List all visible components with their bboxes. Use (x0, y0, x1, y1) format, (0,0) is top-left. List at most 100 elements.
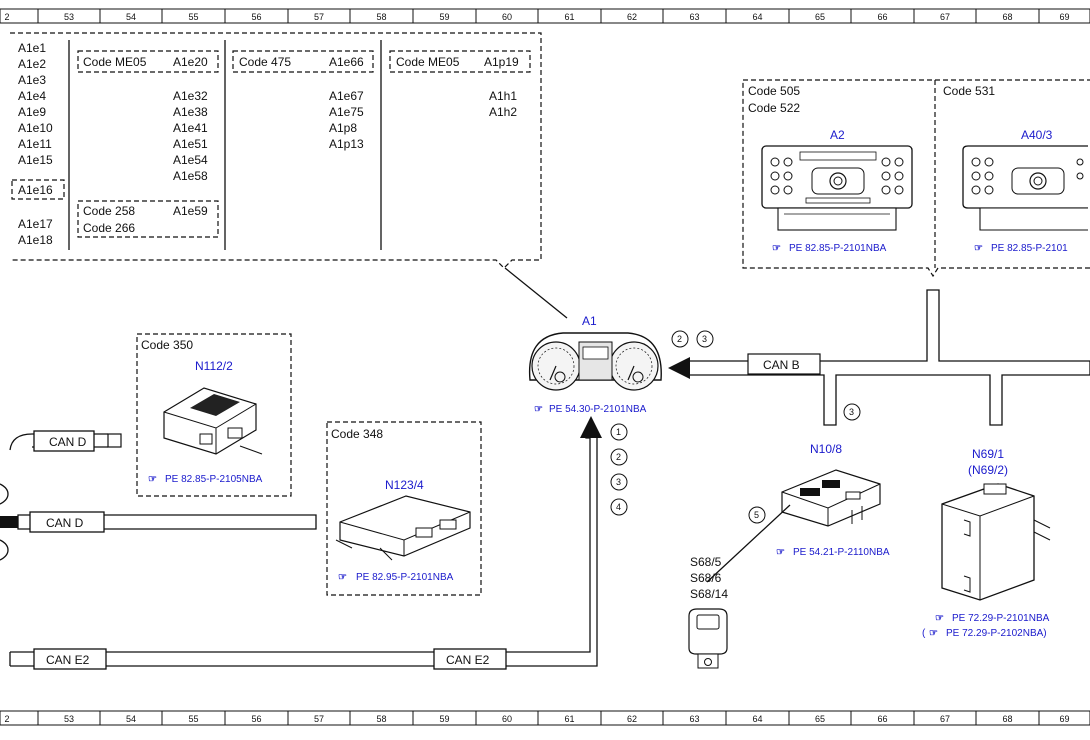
marker: 4 (616, 502, 621, 512)
n123-label: N123/4 (385, 478, 424, 492)
top-ruler-number: 63 (689, 12, 699, 22)
top-ruler-number: 57 (314, 12, 324, 22)
bottom-ruler-number: 62 (627, 714, 637, 724)
bottom-ruler-number: 53 (64, 714, 74, 724)
can-b-bus: CAN B 3 (668, 289, 1090, 426)
legend-item: A1e16 (18, 183, 53, 197)
n69-ref-paren: ( (922, 628, 926, 639)
s68-label: S68/14 (690, 587, 728, 601)
legend-item: A1h2 (489, 105, 517, 119)
legend-item: A1e75 (329, 105, 364, 119)
legend-item: A1e10 (18, 121, 53, 135)
legend-item: A1e9 (18, 105, 46, 119)
can-d-label: CAN D (49, 435, 87, 449)
top-ruler-number: 68 (1002, 12, 1012, 22)
n123-code: Code 348 (331, 427, 383, 441)
n69-module: N69/1 (N69/2) ☞ PE 72.29-P-2101NBA ( ☞ P… (922, 447, 1051, 639)
marker: 3 (849, 407, 854, 417)
bottom-ruler-number: 61 (564, 714, 574, 724)
legend-callout: A1e1 A1e2 A1e3 A1e4 A1e9 A1e10 A1e11 A1e… (10, 32, 542, 269)
top-ruler-number: 67 (940, 12, 950, 22)
legend-item: A1e51 (173, 137, 208, 151)
arrow-icon (668, 357, 690, 379)
sam-module-icon (781, 469, 881, 527)
top-ruler-number: 62 (627, 12, 637, 22)
can-d-bus-upper: CAN D (0, 430, 122, 505)
bottom-ruler-number: 64 (752, 714, 762, 724)
top-ruler-number: 69 (1059, 12, 1069, 22)
legend-code: Code ME05 (83, 55, 147, 69)
marker: 5 (754, 510, 759, 520)
legend-item: A1e54 (173, 153, 208, 167)
a2-a40-group: Code 505 Code 522 A2 Code 531 A40/3 (742, 79, 1090, 278)
reference-icon: ☞ (974, 243, 983, 254)
legend-code: Code 258 (83, 204, 135, 218)
bottom-ruler-number: 67 (940, 714, 950, 724)
legend-item: A1h1 (489, 89, 517, 103)
top-ruler-number: 53 (64, 12, 74, 22)
bottom-ruler-number: 2 (4, 714, 9, 724)
a1-label: A1 (582, 314, 597, 328)
can-d-label: CAN D (46, 516, 84, 530)
n112-ref: PE 82.85-P-2105NBA (165, 474, 263, 485)
bottom-ruler-number: 56 (251, 714, 261, 724)
a2-code: Code 522 (748, 101, 800, 115)
bottom-ruler-number: 55 (188, 714, 198, 724)
leader-line (706, 504, 791, 583)
legend-item: A1e66 (329, 55, 364, 69)
legend-item: A1e38 (173, 105, 208, 119)
bottom-ruler-number: 69 (1059, 714, 1069, 724)
n69-label: N69/1 (972, 447, 1004, 461)
n10-module: N10/8 ☞ PE 54.21-P-2110NBA 5 (706, 442, 890, 583)
can-e2-bus: CAN E2 CAN E2 (9, 416, 602, 670)
legend-col3: Code 475 A1e66 A1e67 A1e75 A1p8 A1p13 (232, 50, 374, 151)
a2-label: A2 (830, 128, 845, 142)
a1-ref: PE 54.30-P-2101NBA (549, 404, 647, 415)
can-b-label: CAN B (763, 358, 800, 372)
legend-item: A1e18 (18, 233, 53, 247)
bottom-ruler-number: 59 (439, 714, 449, 724)
seat-belt-buckle-icon (688, 608, 728, 669)
legend-item: A1e59 (173, 204, 208, 218)
bottom-ruler-number: 60 (502, 714, 512, 724)
a40-ref: PE 82.85-P-2101 (991, 243, 1068, 254)
a2-ref: PE 82.85-P-2101NBA (789, 243, 887, 254)
s68-label: S68/5 (690, 555, 722, 569)
bottom-ruler-number: 58 (376, 714, 386, 724)
marker: 3 (616, 477, 621, 487)
n112-code: Code 350 (141, 338, 193, 352)
a1-instrument-cluster: A1 ☞ PE 54.30-P-2101NBA 2 3 1 2 3 4 (528, 314, 714, 516)
can-d-bus-lower: CAN D (0, 511, 317, 561)
legend-item: A1e1 (18, 41, 46, 55)
marker: 2 (616, 452, 621, 462)
bottom-ruler-number: 57 (314, 714, 324, 724)
top-ruler-number: 60 (502, 12, 512, 22)
reference-icon: ☞ (776, 547, 785, 558)
n112-module: Code 350 N112/2 ☞ PE 82.85-P-2105NBA (136, 333, 292, 497)
top-ruler-number: 64 (752, 12, 762, 22)
legend-item: A1e67 (329, 89, 364, 103)
a2-radio-icon (761, 145, 913, 231)
legend-item: A1e11 (18, 137, 52, 151)
can-e2-label: CAN E2 (446, 653, 490, 667)
reference-icon: ☞ (772, 243, 781, 254)
legend-item: A1p8 (329, 121, 357, 135)
bottom-ruler-number: 66 (877, 714, 887, 724)
legend-item: A1e41 (173, 121, 208, 135)
legend-col1: A1e1 A1e2 A1e3 A1e4 A1e9 A1e10 A1e11 A1e… (11, 41, 65, 247)
legend-item: A1p13 (329, 137, 364, 151)
legend-item: A1e17 (18, 217, 53, 231)
bottom-ruler-number: 65 (815, 714, 825, 724)
top-ruler-number: 2 (4, 12, 9, 22)
n69-ref-alt: PE 72.29-P-2102NBA) (946, 628, 1047, 639)
reference-icon: ☞ (929, 628, 938, 639)
marker: 1 (616, 427, 621, 437)
top-ruler-number: 61 (564, 12, 574, 22)
s68-label: S68/6 (690, 571, 722, 585)
reference-icon: ☞ (935, 613, 944, 624)
legend-item: A1e58 (173, 169, 208, 183)
top-ruler-number: 54 (126, 12, 136, 22)
a2-code: Code 505 (748, 84, 800, 98)
legend-item: A1e3 (18, 73, 46, 87)
